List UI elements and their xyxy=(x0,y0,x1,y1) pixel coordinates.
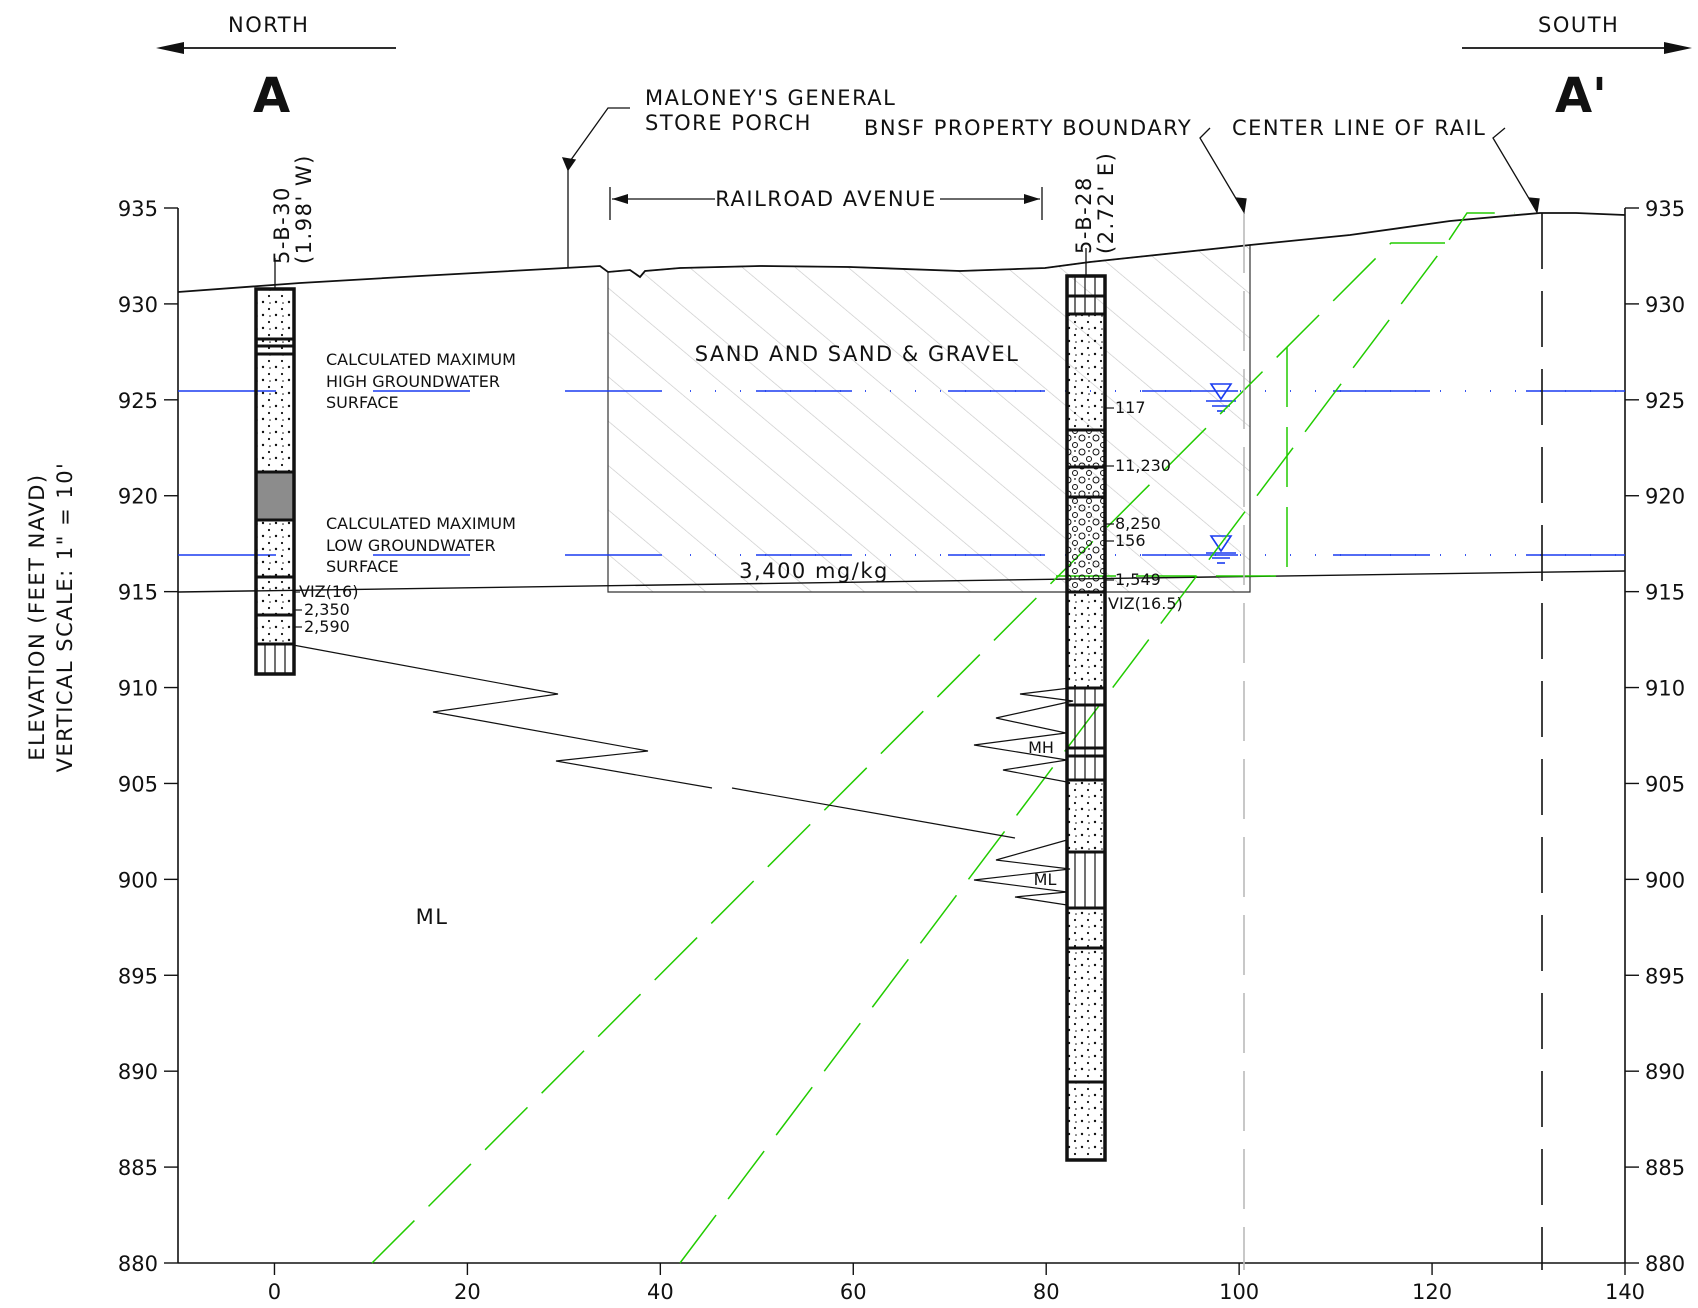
store-porch-label-line2: STORE PORCH xyxy=(645,111,812,135)
y-axis-title: ELEVATION (FEET NAVD) VERTICAL SCALE: 1"… xyxy=(25,462,77,773)
x-tick-label: 60 xyxy=(840,1280,867,1304)
x-tick-label: 120 xyxy=(1412,1280,1452,1304)
x-tick-label: 100 xyxy=(1219,1280,1259,1304)
y-tick-label-left: 920 xyxy=(118,485,158,509)
south-label: SOUTH xyxy=(1538,13,1619,37)
north-arrow: NORTH xyxy=(156,13,396,54)
boring-5-b-28-id: 5-B-28 xyxy=(1072,176,1096,254)
x-tick-label: 40 xyxy=(647,1280,674,1304)
boring-5-b-28-sample-3: 8,250 xyxy=(1115,514,1161,533)
y-tick-label-right: 910 xyxy=(1645,677,1685,701)
y-axis-right: 935 930 925 920 915 910 905 900 895 890 885 880 xyxy=(1625,197,1685,1276)
svg-text:HIGH GROUNDWATER: HIGH GROUNDWATER xyxy=(326,372,500,391)
y-tick-label-right: 885 xyxy=(1645,1156,1685,1180)
y-tick-label-left: 910 xyxy=(118,677,158,701)
y-tick-label-left: 905 xyxy=(118,772,158,796)
fill-zone xyxy=(607,244,1251,593)
boring-5-b-30-sample-1: VIZ(16) xyxy=(299,582,358,601)
y-axis-left: 935 930 925 920 915 910 905 900 895 890 885 880 xyxy=(118,197,178,1276)
svg-text:CALCULATED MAXIMUM: CALCULATED MAXIMUM xyxy=(326,514,516,533)
y-tick-label-right: 890 xyxy=(1645,1060,1685,1084)
ground-surface xyxy=(177,212,1626,293)
x-axis: 0 20 40 60 80 100 120 140 xyxy=(268,1263,1645,1304)
sand-base-line xyxy=(177,570,1626,593)
boring-5-b-30-sample-3: 2,590 xyxy=(304,617,350,636)
store-porch-label-line1: MALONEY'S GENERAL xyxy=(645,86,896,110)
soil-contact-lines xyxy=(292,644,1074,906)
section-end-label: A' xyxy=(1555,68,1607,124)
boring-5-b-30-sample-2: 2,350 xyxy=(304,600,350,619)
y-tick-label-right: 900 xyxy=(1645,868,1685,892)
boring-5-b-30: 5-B-30 (1.98' W) VIZ(16) 2,350 2,590 xyxy=(254,154,358,676)
water-table-symbol-low xyxy=(1206,535,1236,564)
axis-frame xyxy=(177,208,1626,1264)
x-tick-label: 80 xyxy=(1033,1280,1060,1304)
low-groundwater-label: CALCULATED MAXIMUM LOW GROUNDWATER SURFA… xyxy=(326,514,516,576)
y-tick-label-left: 890 xyxy=(118,1060,158,1084)
x-tick-label: 20 xyxy=(454,1280,481,1304)
railroad-avenue-dimension xyxy=(609,187,1043,220)
y-tick-label-left: 880 xyxy=(118,1252,158,1276)
boring-5-b-28-sample-5: 1,549 xyxy=(1115,570,1161,589)
soil-mh-right-label: MH xyxy=(1028,738,1054,757)
section-start-label: A xyxy=(253,68,290,124)
water-table-symbol-high xyxy=(1206,383,1236,412)
annotation-leaders xyxy=(561,107,1540,268)
boring-5-b-28-offset: (2.72' E) xyxy=(1094,152,1118,254)
y-tick-label-left: 935 xyxy=(118,197,158,221)
svg-text:CALCULATED MAXIMUM: CALCULATED MAXIMUM xyxy=(326,350,516,369)
fill-concentration-label: 3,400 mg/kg xyxy=(739,559,889,583)
boring-5-b-28-sample-1: 117 xyxy=(1115,398,1146,417)
y-tick-label-left: 915 xyxy=(118,581,158,605)
soil-ml-left-label: ML xyxy=(416,905,449,929)
y-tick-label-right: 915 xyxy=(1645,581,1685,605)
railroad-avenue-label: RAILROAD AVENUE xyxy=(715,187,936,211)
y-tick-label-right: 905 xyxy=(1645,772,1685,796)
north-label: NORTH xyxy=(228,13,309,37)
boring-5-b-28-sample-6: VIZ(16.5) xyxy=(1108,594,1183,613)
y-tick-label-left: 925 xyxy=(118,389,158,413)
y-tick-label-left: 930 xyxy=(118,293,158,317)
y-tick-label-left: 895 xyxy=(118,964,158,988)
y-tick-label-left: 900 xyxy=(118,868,158,892)
y-tick-label-right: 930 xyxy=(1645,293,1685,317)
y-axis-title-line2: VERTICAL SCALE: 1" = 10' xyxy=(53,462,77,773)
high-groundwater-label: CALCULATED MAXIMUM HIGH GROUNDWATER SURF… xyxy=(326,350,516,412)
boring-5-b-30-offset: (1.98' W) xyxy=(292,154,316,264)
y-tick-label-right: 925 xyxy=(1645,389,1685,413)
south-arrow: SOUTH xyxy=(1462,13,1692,54)
bnsf-boundary-label: BNSF PROPERTY BOUNDARY xyxy=(864,116,1192,140)
center-line-rail-label: CENTER LINE OF RAIL xyxy=(1232,116,1486,140)
boring-5-b-28-sample-2: 11,230 xyxy=(1115,456,1171,475)
y-tick-label-right: 920 xyxy=(1645,485,1685,509)
boring-5-b-28: 5-B-28 (2.72' E) 117 11,230 8,250 156 1,… xyxy=(1065,152,1183,1162)
boring-5-b-30-id: 5-B-30 xyxy=(270,186,294,264)
y-tick-label-left: 885 xyxy=(118,1156,158,1180)
excavation-slope-lines xyxy=(371,212,1515,1264)
svg-text:SURFACE: SURFACE xyxy=(326,557,399,576)
y-tick-label-right: 880 xyxy=(1645,1252,1685,1276)
svg-text:LOW GROUNDWATER: LOW GROUNDWATER xyxy=(326,536,496,555)
fill-material-label: SAND AND SAND & GRAVEL xyxy=(695,342,1020,366)
boring-5-b-28-sample-4: 156 xyxy=(1115,531,1146,550)
y-axis-title-line1: ELEVATION (FEET NAVD) xyxy=(25,473,49,760)
x-tick-label: 0 xyxy=(268,1280,281,1304)
x-tick-label: 140 xyxy=(1605,1280,1645,1304)
y-tick-label-right: 895 xyxy=(1645,964,1685,988)
svg-text:SURFACE: SURFACE xyxy=(326,393,399,412)
y-tick-label-right: 935 xyxy=(1645,197,1685,221)
soil-ml-right-label: ML xyxy=(1034,870,1057,889)
